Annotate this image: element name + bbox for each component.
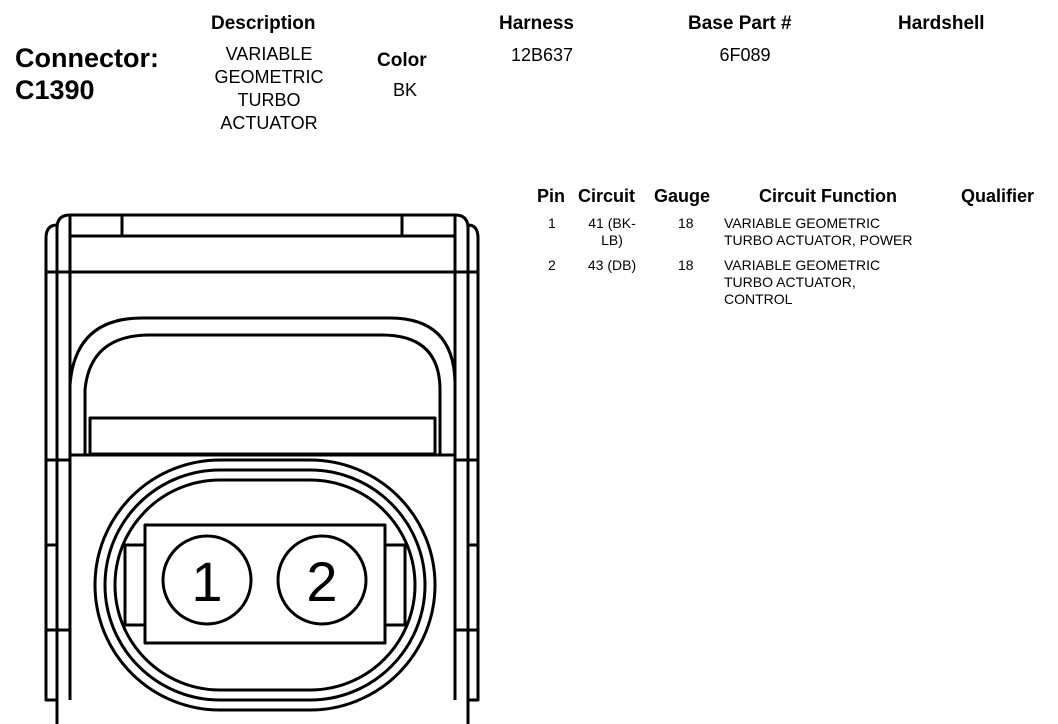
- function-value: VARIABLE GEOMETRIC TURBO ACTUATOR, POWER: [724, 215, 954, 249]
- connector-title: Connector: C1390: [15, 42, 159, 106]
- connector-label: Connector:: [15, 43, 159, 73]
- connector-hood: [68, 316, 457, 455]
- left-latch-rail: [44, 223, 59, 702]
- color-header: Color: [377, 50, 427, 71]
- harness-value: 12B637: [510, 45, 574, 65]
- pin-1-label: 1: [191, 550, 222, 613]
- pin-number: 2: [548, 257, 556, 273]
- pin-number: 1: [548, 215, 556, 231]
- pin-column-header: Pin: [537, 186, 566, 206]
- function-line: TURBO ACTUATOR, POWER: [724, 232, 913, 248]
- circuit-line: 41 (BK-: [588, 215, 636, 231]
- description-line: GEOMETRIC: [214, 67, 324, 87]
- gauge-column-header: Gauge: [654, 186, 711, 206]
- function-line: CONTROL: [724, 291, 793, 307]
- base-part-value: 6F089: [719, 45, 771, 65]
- pin-2-label: 2: [306, 550, 337, 613]
- description-value: VARIABLE GEOMETRIC TURBO ACTUATOR: [199, 43, 339, 135]
- circuit-column-header: Circuit: [578, 186, 636, 206]
- circuit-line: 43 (DB): [587, 257, 637, 273]
- function-line: TURBO ACTUATOR,: [724, 274, 856, 290]
- base-part-header: Base Part #: [688, 13, 792, 34]
- description-header: Description: [211, 13, 316, 34]
- gauge-value: 18: [678, 215, 694, 231]
- description-line: TURBO: [237, 90, 301, 110]
- function-value: VARIABLE GEOMETRIC TURBO ACTUATOR, CONTR…: [724, 257, 954, 308]
- circuit-value: 43 (DB): [580, 257, 644, 274]
- right-latch-rail: [466, 223, 480, 702]
- color-value: BK: [392, 80, 417, 100]
- connector-id: C1390: [15, 75, 95, 105]
- seal-outer: [93, 458, 437, 712]
- lock-tab: [88, 416, 437, 456]
- pin-1-cavity: [161, 534, 253, 626]
- harness-header: Harness: [499, 13, 574, 34]
- circuit-line: LB): [601, 232, 623, 248]
- description-line: ACTUATOR: [220, 113, 318, 133]
- function-line: VARIABLE GEOMETRIC: [724, 257, 881, 273]
- circuit-value: 41 (BK- LB): [580, 215, 644, 249]
- hardshell-header: Hardshell: [898, 13, 985, 34]
- description-line: VARIABLE: [225, 44, 313, 64]
- pin-2-cavity: [276, 534, 368, 626]
- gauge-value: 18: [678, 257, 694, 273]
- qualifier-column-header: Qualifier: [961, 186, 1035, 206]
- function-line: VARIABLE GEOMETRIC: [724, 215, 881, 231]
- function-column-header: Circuit Function: [759, 186, 897, 206]
